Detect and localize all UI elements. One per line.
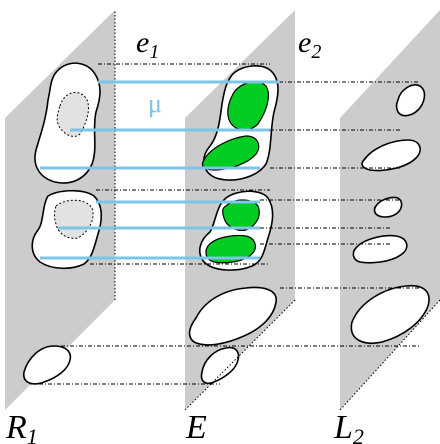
l2-blob-mid-2 <box>352 234 408 264</box>
dotted-edge-e <box>184 299 296 411</box>
l2-blob-mid-1 <box>373 196 403 218</box>
label-e1: e1 <box>136 26 159 63</box>
r1-blob-bottom <box>23 345 72 385</box>
e-blob-bottom <box>200 346 240 385</box>
label-mu: μ <box>148 89 162 118</box>
l2-blob-top <box>395 84 426 117</box>
l2-blob-lower <box>350 284 430 344</box>
l2-blob-top-2 <box>361 139 421 172</box>
label-e2: e2 <box>298 26 321 63</box>
e-blob-lower <box>188 286 277 346</box>
label-r1: R1 <box>5 409 38 444</box>
r1-inner-top <box>56 91 89 137</box>
dotted-edge-l2 <box>339 299 440 411</box>
label-l2: L2 <box>333 409 364 444</box>
label-e: E <box>185 409 207 444</box>
